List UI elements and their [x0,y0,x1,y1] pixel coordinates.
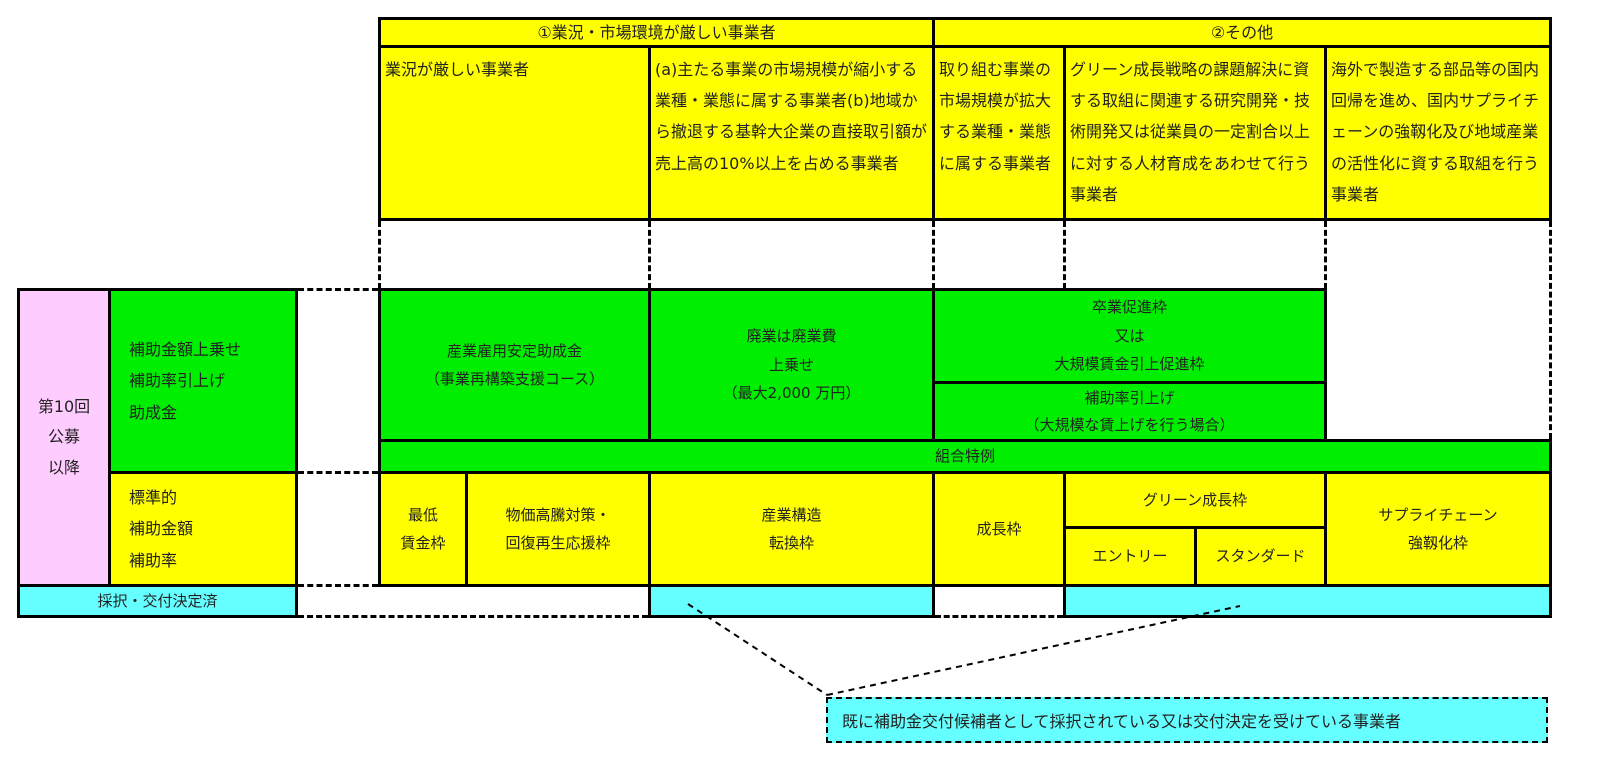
adopted-label: 採択・交付決定済 [17,584,298,618]
adopted-note: 既に補助金交付候補者として採択されている又は交付決定を受けている事業者 [826,697,1548,743]
price-recovery-frame: 物価高騰対策・ 回復再生応援枠 [465,471,651,587]
round-10-label: 第10回 公募 以降 [17,288,111,587]
description-growing-market: 取り組む事業の市場規模が拡大する業種・業態に属する事業者 [932,45,1066,221]
adopted-cell [648,584,935,618]
adopted-cell [1063,584,1552,618]
connector-dash [1324,221,1327,289]
connector-dash [298,288,378,291]
employment-subsidy-block: 産業雇用安定助成金 （事業再構築支援コース） [378,288,651,442]
connector-dash [298,584,378,587]
connector-dash [378,221,381,289]
connector-dash [648,221,651,289]
closure-cost-block: 廃業は廃業費 上乗せ （最大2,000 万円） [648,288,935,442]
description-green-growth: グリーン成長戦略の課題解決に資する取組に関連する研究開発・技術開発又は従業員の一… [1063,45,1327,221]
description-supply-chain: 海外で製造する部品等の国内回帰を進め、国内サプライチェーンの強靱化及び地域産業の… [1324,45,1552,221]
green-standard-frame: スタンダード [1194,526,1327,587]
graduation-promotion-block: 卒業促進枠 又は 大規模賃金引上促進枠 [932,288,1327,384]
connector-dash [932,221,935,289]
connector-dash [298,471,378,474]
growth-frame: 成長枠 [932,471,1066,587]
connector-dash [935,615,1063,618]
connector-dash [1063,221,1066,289]
industry-transform-frame: 産業構造 転換枠 [648,471,935,587]
description-severe: 業況が厳しい事業者 [378,45,651,221]
connector-dash [298,615,648,618]
description-shrinking-market: (a)主たる事業の市場規模が縮小する業種・業態に属する事業者(b)地域から撤退す… [648,45,935,221]
minimum-wage-frame: 最低 賃金枠 [378,471,468,587]
subsidy-increase-label: 補助金額上乗せ 補助率引上げ 助成金 [108,288,298,474]
connector-dash [1549,221,1552,439]
